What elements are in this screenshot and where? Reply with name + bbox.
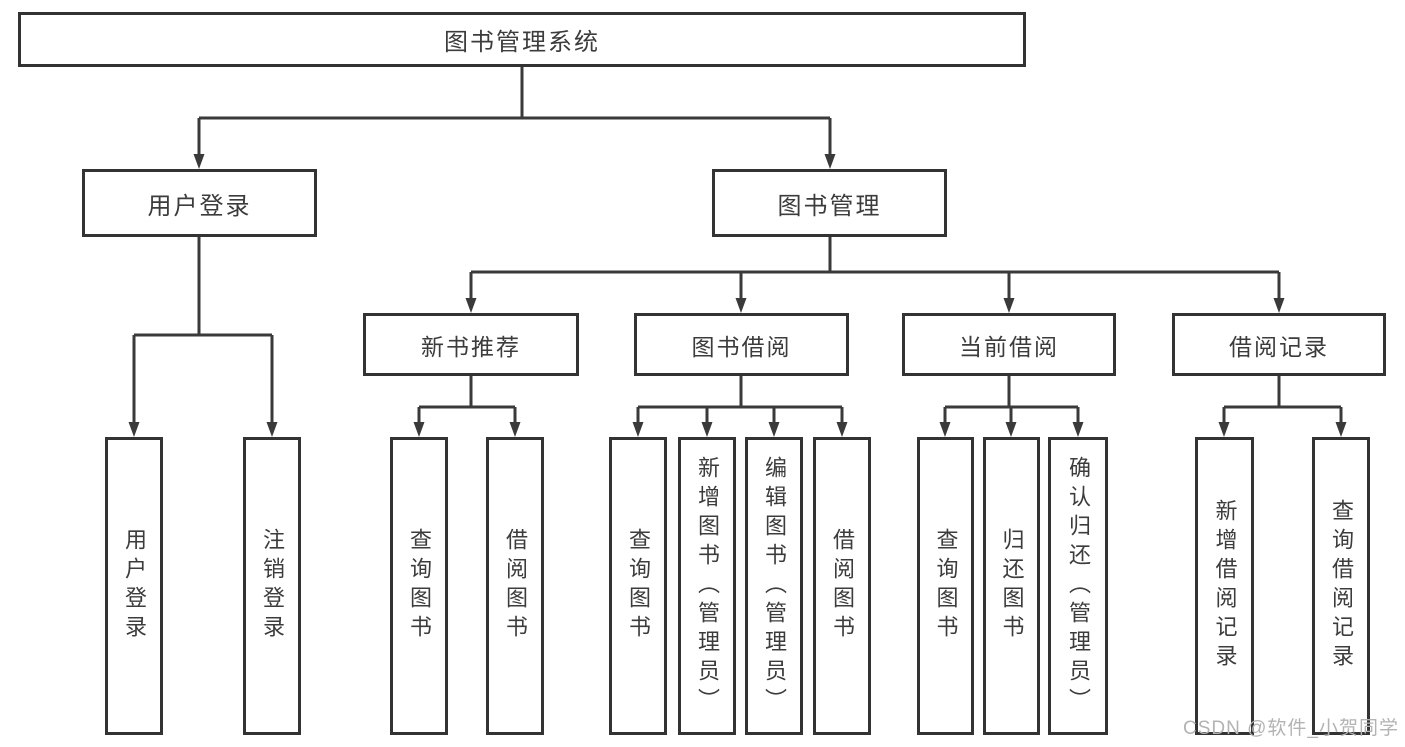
arrowheads — [128, 154, 1347, 437]
leaf-return-books: 归还图书 — [983, 437, 1040, 735]
leaf-add-borrow-record: 新增借阅记录 — [1195, 437, 1254, 735]
node-library-management-system: 图书管理系统 — [18, 12, 1026, 67]
leaf-add-books-admin: 新增图书（管理员） — [678, 437, 736, 735]
leaf-query-books-borrowing-label: 查询图书 — [626, 528, 651, 644]
leaf-confirm-return-admin: 确认归还（管理员） — [1048, 437, 1108, 735]
csdn-watermark: CSDN @软件_小贺同学 — [1183, 718, 1399, 739]
leaf-query-books-borrowing: 查询图书 — [609, 437, 667, 735]
leaf-query-books-recommend: 查询图书 — [390, 437, 448, 735]
leaf-borrow-books-label: 借阅图书 — [830, 528, 855, 644]
leaf-query-books-recommend-label: 查询图书 — [407, 528, 432, 644]
leaf-borrow-books-recommend: 借阅图书 — [486, 437, 544, 735]
leaf-add-books-admin-label: 新增图书（管理员） — [695, 455, 720, 717]
leaf-confirm-return-admin-label: 确认归还（管理员） — [1066, 455, 1091, 717]
leaf-return-books-label: 归还图书 — [999, 528, 1025, 644]
leaf-user-login: 用户登录 — [105, 437, 163, 735]
leaf-query-books-current-label: 查询图书 — [933, 528, 959, 644]
node-current-borrowing: 当前借阅 — [902, 313, 1116, 376]
leaf-query-borrow-record: 查询借阅记录 — [1312, 437, 1370, 735]
leaf-logout-label: 注销登录 — [260, 528, 285, 644]
node-book-borrowing: 图书借阅 — [634, 313, 849, 376]
node-user-login: 用户登录 — [82, 169, 317, 237]
leaf-query-borrow-record-label: 查询借阅记录 — [1329, 499, 1354, 673]
node-borrowing-records: 借阅记录 — [1172, 313, 1386, 376]
leaf-edit-books-admin-label: 编辑图书（管理员） — [762, 455, 787, 717]
leaf-user-login-label: 用户登录 — [122, 528, 147, 644]
leaf-logout: 注销登录 — [243, 437, 301, 735]
leaf-add-borrow-record-label: 新增借阅记录 — [1212, 499, 1238, 673]
node-new-book-recommendation: 新书推荐 — [363, 313, 579, 376]
leaf-edit-books-admin: 编辑图书（管理员） — [745, 437, 803, 735]
leaf-borrow-books-recommend-label: 借阅图书 — [503, 528, 528, 644]
leaf-borrow-books: 借阅图书 — [813, 437, 871, 735]
leaf-query-books-current: 查询图书 — [917, 437, 974, 735]
node-book-management: 图书管理 — [712, 169, 947, 237]
